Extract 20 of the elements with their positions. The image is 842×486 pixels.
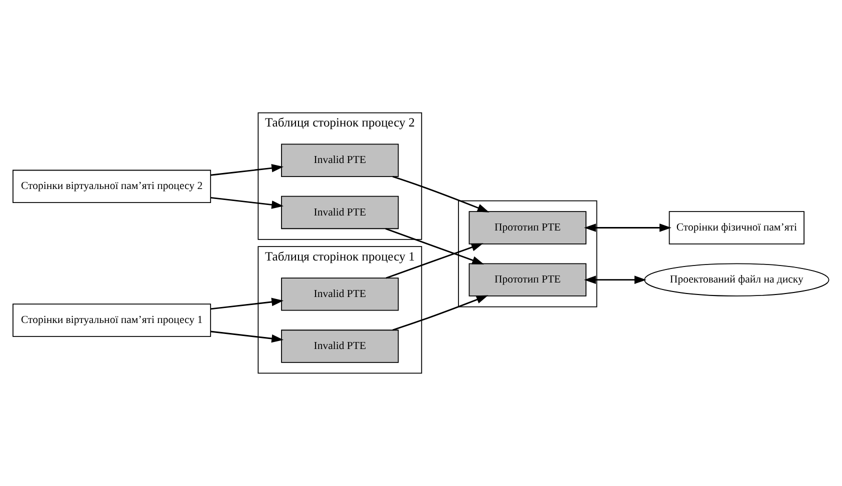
arrow <box>584 224 672 232</box>
node-box: Invalid PTE <box>281 196 399 230</box>
node-box: Сторінки віртуальної пам’яті процесу 2 <box>12 170 212 204</box>
node-ellipse: Проектований файл на диску <box>644 263 830 296</box>
arrow <box>385 228 484 264</box>
arrow <box>210 330 284 343</box>
node-box: Invalid PTE <box>281 278 399 311</box>
arrow <box>210 196 284 209</box>
arrow <box>386 243 484 279</box>
node-box: Сторінки фізичної пам’яті <box>668 211 804 244</box>
arrow <box>584 276 646 284</box>
arrow <box>210 164 284 176</box>
arrow <box>210 298 284 310</box>
node-box: Invalid PTE <box>281 330 399 363</box>
node-box: Сторінки віртуальної пам’яті процесу 1 <box>12 304 212 337</box>
node-box: Invalid PTE <box>281 144 399 177</box>
node-box: Прототип PTE <box>468 263 586 296</box>
arrow <box>392 295 488 331</box>
node-box: Прототип PTE <box>468 211 586 244</box>
arrow <box>392 176 490 212</box>
